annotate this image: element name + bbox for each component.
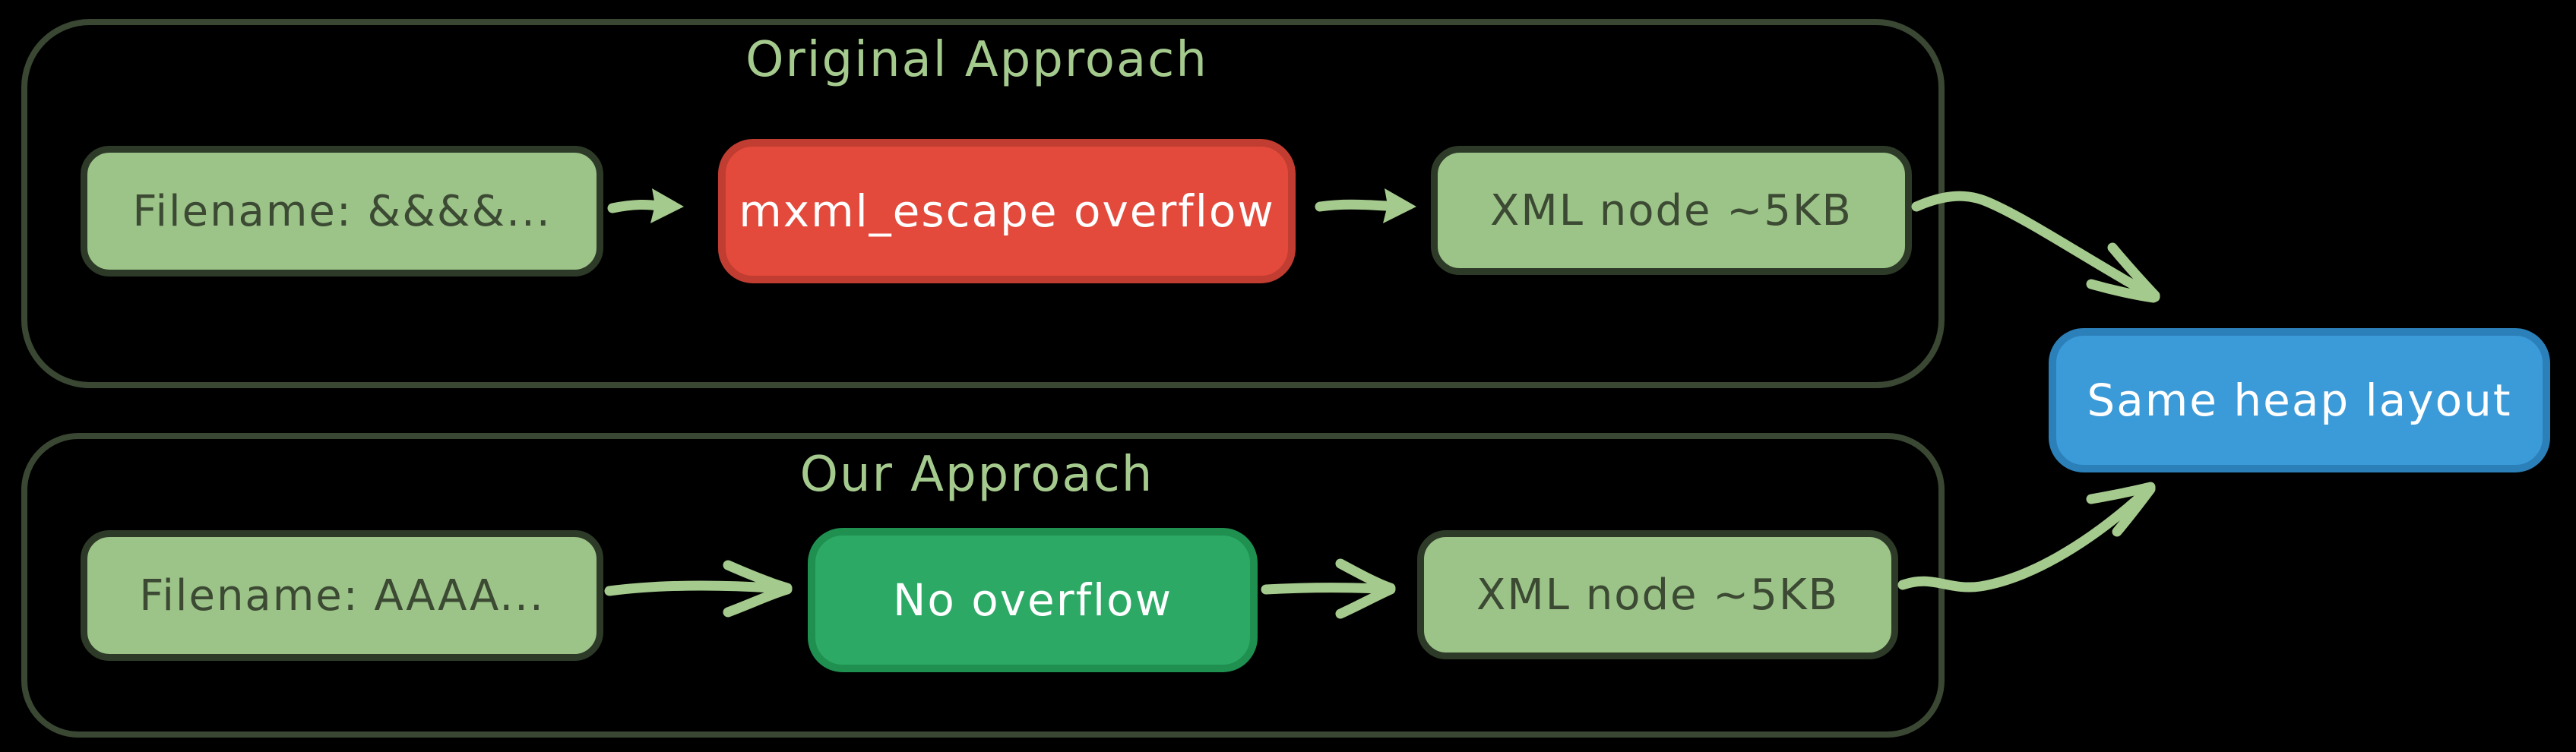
node-filename-ampersands: Filename: &&&&...	[81, 146, 603, 276]
node-xml-node-top: XML node ~5KB	[1431, 146, 1912, 275]
node-no-overflow: No overflow	[808, 528, 1258, 672]
node-same-heap-layout: Same heap layout	[2049, 328, 2550, 472]
node-filename-aaaa: Filename: AAAA...	[81, 530, 603, 661]
arrow-xml-top-to-heap	[1911, 191, 2160, 303]
group-title-original: Original Approach	[745, 32, 1208, 88]
node-xml-node-bottom: XML node ~5KB	[1417, 530, 1898, 659]
group-title-ours: Our Approach	[799, 447, 1154, 503]
node-mxml-escape-overflow: mxml_escape overflow	[718, 139, 1296, 283]
